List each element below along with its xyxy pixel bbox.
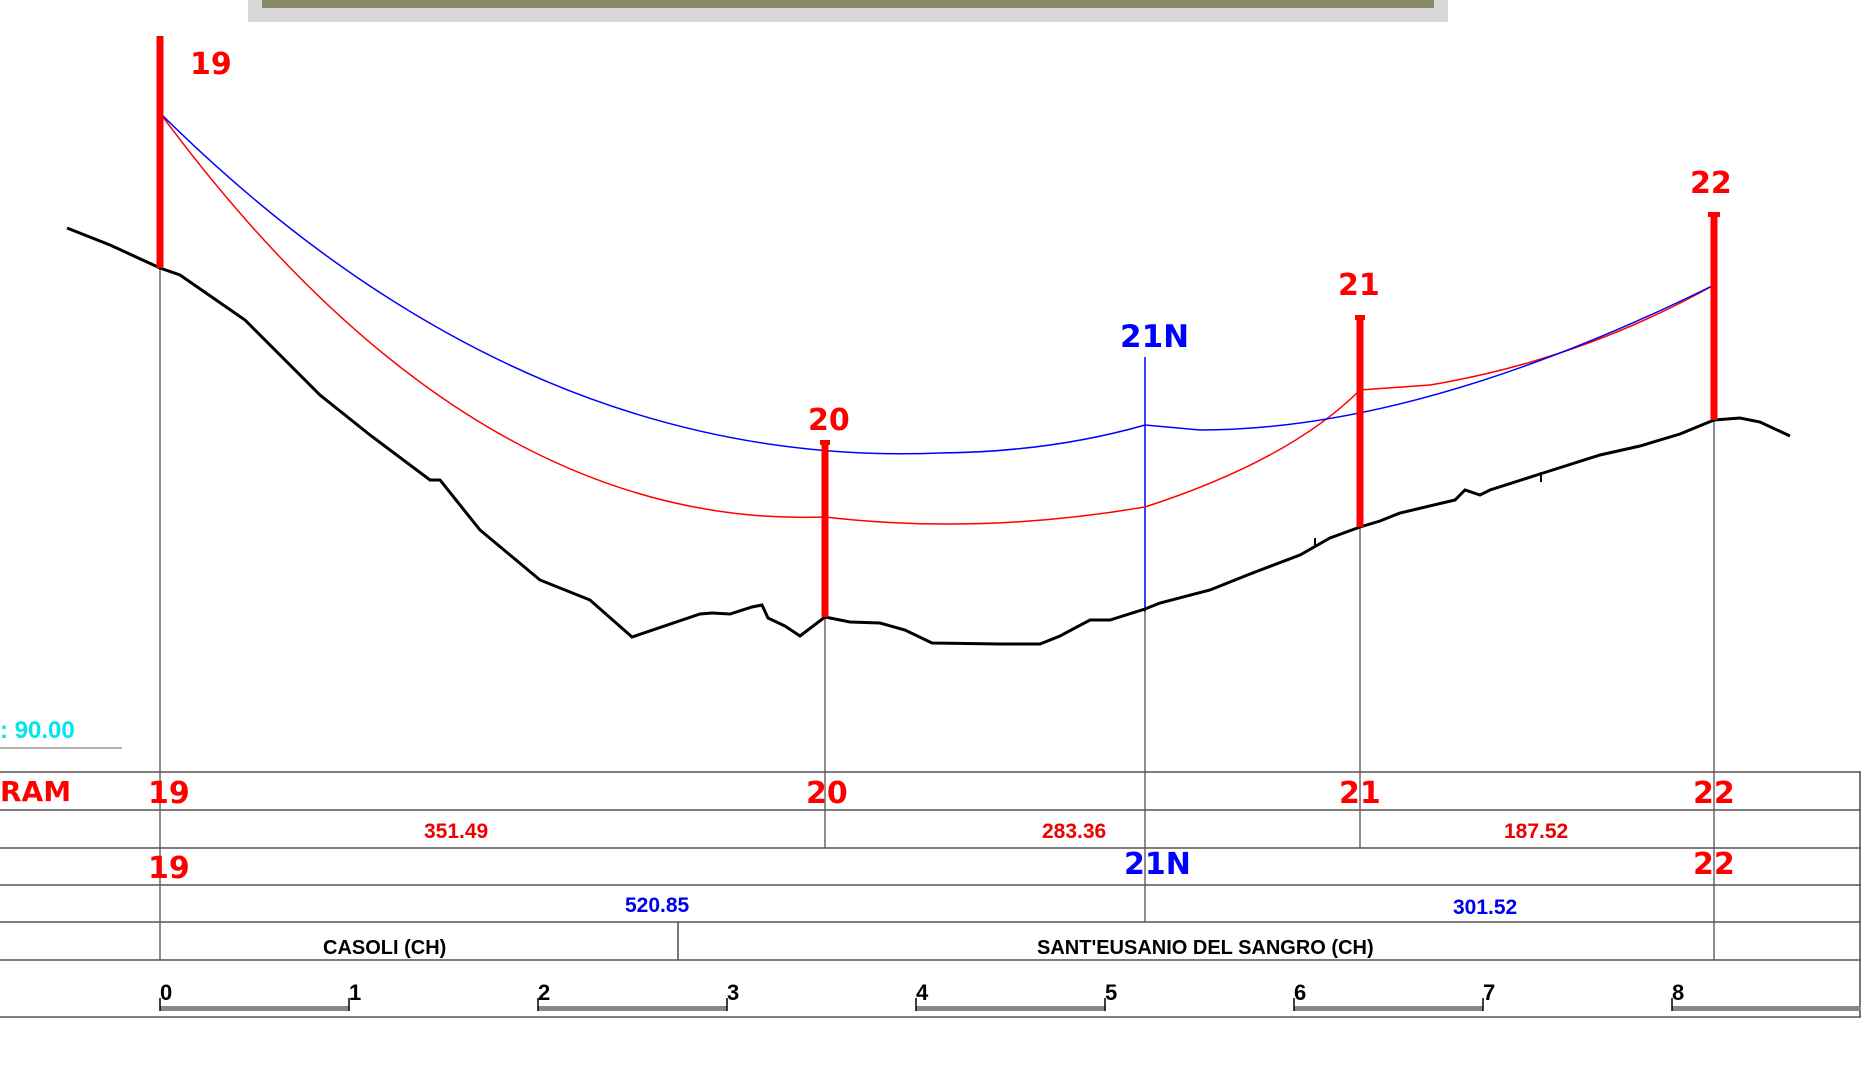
scale-tick-4: 4 xyxy=(916,980,929,1005)
table-row1-prefix: RAM xyxy=(0,775,71,808)
table-row3-label-19: 19 xyxy=(148,851,190,886)
municipality-santeusanio: SANT'EUSANIO DEL SANGRO (CH) xyxy=(1037,937,1374,959)
tower-label-22: 22 xyxy=(1690,166,1732,201)
tower-cap-21 xyxy=(1355,315,1365,320)
span-existing-21-22: 187.52 xyxy=(1504,820,1568,843)
span-new-21n-22: 301.52 xyxy=(1453,896,1517,919)
terrain-profile xyxy=(66,226,1791,646)
scale-tick-7: 7 xyxy=(1483,980,1495,1005)
table-row3-label-21n: 21N xyxy=(1124,847,1191,882)
table-row3-label-22: 22 xyxy=(1693,847,1735,882)
scale-tick-0: 0 xyxy=(160,980,172,1005)
span-existing-20-21: 283.36 xyxy=(1042,820,1106,843)
new-conductor-line xyxy=(159,112,1715,455)
scale-tick-5: 5 xyxy=(1105,980,1117,1005)
scale-tick-1: 1 xyxy=(349,980,361,1005)
scale-bar xyxy=(159,998,1861,1011)
tower-guide-lines xyxy=(159,268,1715,960)
tower-label-21n: 21N xyxy=(1120,319,1189,355)
span-existing-19-20: 351.49 xyxy=(424,820,488,843)
table-row1-label-22: 22 xyxy=(1693,776,1735,811)
tower-label-20: 20 xyxy=(808,403,850,438)
municipality-casoli: CASOLI (CH) xyxy=(323,937,446,959)
photo-strip-image xyxy=(262,0,1434,8)
scale-tick-2: 2 xyxy=(538,980,550,1005)
tower-cap-20 xyxy=(820,440,830,445)
span-new-19-21n: 520.85 xyxy=(625,894,690,917)
scale-note: : 90.00 xyxy=(0,717,75,744)
profile-table-grid xyxy=(0,771,1861,1018)
scale-tick-3: 3 xyxy=(727,980,739,1005)
scale-tick-6: 6 xyxy=(1294,980,1306,1005)
existing-tower-poles xyxy=(156,36,1718,617)
scale-tick-8: 8 xyxy=(1672,980,1684,1005)
tower-cap-22 xyxy=(1708,212,1720,217)
tower-label-21: 21 xyxy=(1338,268,1380,303)
table-row1-label-19: 19 xyxy=(148,776,190,811)
existing-conductor-line xyxy=(159,112,1715,525)
tower-pole-caps xyxy=(820,212,1720,445)
tower-label-19: 19 xyxy=(190,47,232,82)
table-row1-label-21: 21 xyxy=(1339,776,1381,811)
table-row1-label-20: 20 xyxy=(806,776,848,811)
